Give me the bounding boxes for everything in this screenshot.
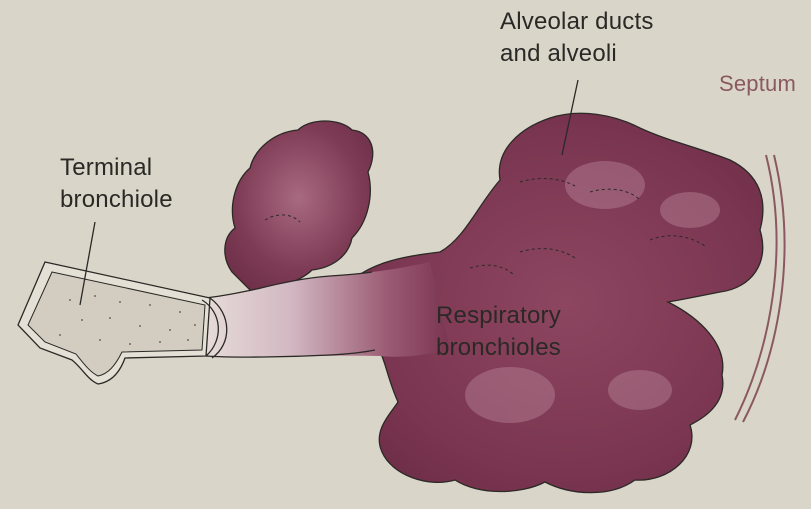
upper-alveolar-lobe	[225, 121, 373, 292]
label-respiratory-line2: bronchioles	[436, 332, 561, 364]
label-alveolar-line1: Alveolar ducts	[500, 6, 654, 38]
label-terminal-bronchiole: Terminal bronchiole	[60, 152, 173, 216]
label-septum-text: Septum	[719, 68, 796, 100]
label-alveolar-ducts: Alveolar ducts and alveoli	[500, 6, 654, 70]
label-respiratory-line1: Respiratory	[436, 300, 561, 332]
terminal-bronchiole-tube	[18, 262, 227, 384]
label-respiratory-bronchioles: Respiratory bronchioles	[436, 300, 561, 364]
label-alveolar-line2: and alveoli	[500, 38, 654, 70]
label-terminal-line1: Terminal	[60, 152, 173, 184]
label-terminal-line2: bronchiole	[60, 184, 173, 216]
label-septum: Septum	[719, 68, 796, 100]
